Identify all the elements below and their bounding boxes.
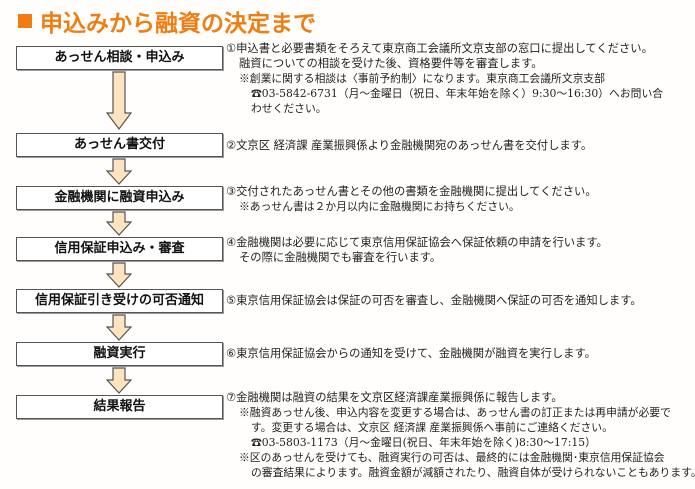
down-arrow-icon <box>106 262 132 288</box>
step-box-result-report: 結果報告 <box>16 395 223 419</box>
desc-note: ※融資あっせん後、申込内容を変更する場合は、あっせん書の訂正または再申請が必要で <box>239 406 671 419</box>
step-box-guarantee-notice: 信用保証引き受けの可否通知 <box>16 289 223 313</box>
step-1-description: ①申込書と必要書類をそろえて東京商工会議所文京支部の窓口に提出してください。 融… <box>226 41 663 116</box>
step-6-description: ⑥東京信用保証協会からの通知を受けて、金融機関が融資を実行します。 <box>226 346 596 361</box>
step-box-letter-issue: あっせん書交付 <box>16 133 223 157</box>
desc-line: ③交付されたあっせん書とその他の書類を金融機関に提出してください。 <box>226 185 597 198</box>
desc-note: わせください。 <box>251 102 327 115</box>
down-arrow-icon <box>106 158 132 185</box>
desc-line: ⑦金融機関は融資の結果を文京区経済課産業振興係に報告します。 <box>226 391 563 404</box>
page-title-text: 申込みから融資の決定まで <box>40 11 316 37</box>
desc-line: ①申込書と必要書類をそろえて東京商工会議所文京支部の窓口に提出してください。 <box>226 42 653 55</box>
step-box-consultation: あっせん相談・申込み <box>16 46 223 70</box>
step-2-description: ②文京区 経済課 産業振興係より金融機関宛のあっせん書を交付します。 <box>226 138 592 153</box>
step-box-guarantee-review: 信用保証申込み・審査 <box>16 237 223 261</box>
desc-line: ④金融機関は必要に応じて東京信用保証協会へ保証依頼の申請を行います。 <box>226 236 608 249</box>
step-4-description: ④金融機関は必要に応じて東京信用保証協会へ保証依頼の申請を行います。 その際に金… <box>226 235 608 265</box>
desc-line: その際に金融機関でも審査を行います。 <box>239 251 442 264</box>
down-arrow-icon <box>106 71 132 130</box>
step-box-bank-application: 金融機関に融資申込み <box>16 186 223 210</box>
desc-note-phone: ☎03-5803-1173（月～金曜日(祝日、年末年始を除く)8:30～17:1… <box>251 436 596 449</box>
desc-note: ※あっせん書は２か月以内に金融機関にお持ちください。 <box>239 200 520 213</box>
down-arrow-icon <box>106 211 132 236</box>
desc-line: 融資についての相談を受けた後、資格要件等を審査します。 <box>239 57 543 70</box>
down-arrow-icon <box>106 314 132 341</box>
desc-note: す。変更する場合は、文京区 経済課 産業振興係へ事前にご連絡ください。 <box>251 421 613 434</box>
desc-line: ⑥東京信用保証協会からの通知を受けて、金融機関が融資を実行します。 <box>226 347 596 360</box>
desc-note: ※区のあっせんを受けても、融資実行の可否は、最終的には金融機関･東京信用保証協会 <box>239 451 665 464</box>
desc-line: ⑤東京信用保証協会は保証の可否を審査し、金融機関へ保証の可否を通知します。 <box>226 294 642 307</box>
down-arrow-icon <box>106 367 132 394</box>
step-3-description: ③交付されたあっせん書とその他の書類を金融機関に提出してください。 ※あっせん書… <box>226 184 597 214</box>
desc-line: ②文京区 経済課 産業振興係より金融機関宛のあっせん書を交付します。 <box>226 139 593 152</box>
desc-note: ※創業に関する相談は〈事前予約制〉になります。東京商工会議所文京支部 <box>239 72 606 85</box>
step-7-description: ⑦金融機関は融資の結果を文京区経済課産業振興係に報告します。 ※融資あっせん後、… <box>226 390 695 480</box>
page-title: 申込みから融資の決定まで <box>18 4 316 38</box>
step-box-loan-execution: 融資実行 <box>16 342 223 366</box>
desc-note: の審査結果によります。融資金額が減額されたり、融資自体が受けられないこともありま… <box>251 466 695 479</box>
step-5-description: ⑤東京信用保証協会は保証の可否を審査し、金融機関へ保証の可否を通知します。 <box>226 293 642 308</box>
desc-note-phone: ☎03-5842-6731（月～金曜日（祝日、年末年始を除く）9:30～16:3… <box>251 87 664 100</box>
square-bullet-icon <box>18 14 32 28</box>
